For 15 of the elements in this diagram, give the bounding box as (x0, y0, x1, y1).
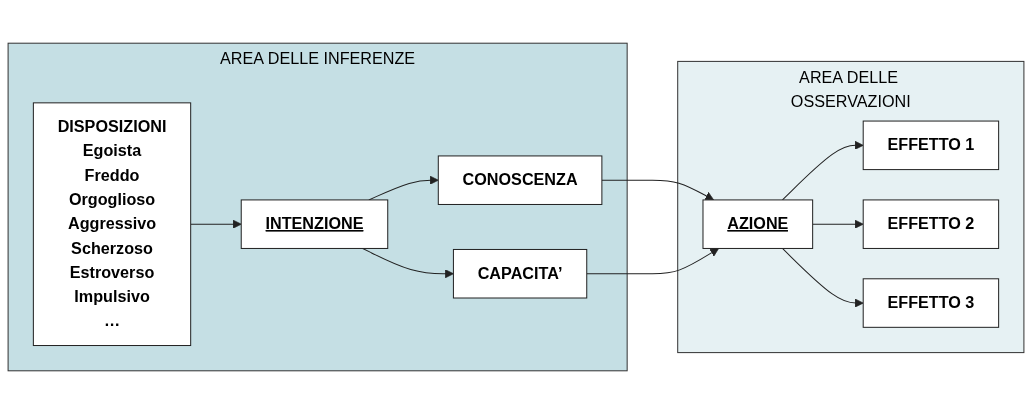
arrow (781, 247, 864, 308)
arrow (190, 219, 242, 229)
arrow (586, 248, 719, 275)
node-box: DISPOSIZIONI Egoista Freddo Orgoglioso Aggressivo Scherzoso Estroverso Impulsivo … (32, 102, 192, 347)
node-box: CONOSCENZA (437, 155, 603, 205)
arrow (812, 219, 864, 229)
node-box: EFFETTO 3 (862, 278, 1000, 328)
node-box: EFFETTO 2 (862, 199, 1000, 249)
node-box: INTENZIONE (240, 199, 389, 249)
node-box: CAPACITA’ (452, 248, 588, 299)
node-box: EFFETTO 1 (862, 120, 1000, 171)
arrow (781, 140, 864, 201)
arrow (601, 179, 714, 201)
node-box: AZIONE (702, 199, 814, 249)
arrow (362, 247, 454, 279)
